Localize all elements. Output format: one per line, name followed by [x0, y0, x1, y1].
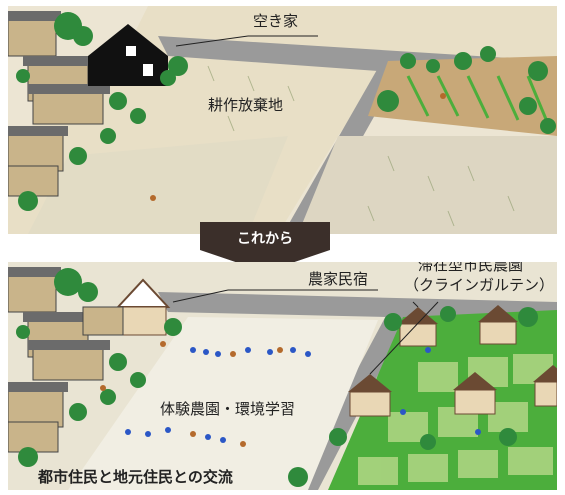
future-state-scene: 農家民宿 滞在型市民農園 （クラインガルテン） 体験農園・環境学習 都市住民と地…	[8, 262, 557, 490]
current-state-scene: 空き家 耕作放棄地	[8, 6, 557, 234]
field-lower	[28, 136, 288, 234]
experience-farm-label: 体験農園・環境学習	[160, 400, 296, 418]
farm-workers	[100, 341, 481, 447]
experience-farm-field	[68, 317, 378, 490]
down-arrow-icon	[200, 222, 330, 272]
cultivated-field	[368, 56, 557, 136]
transition-arrow: これから	[200, 222, 330, 272]
trees	[16, 268, 538, 487]
exchange-label: 都市住民と地元住民との交流	[38, 468, 233, 486]
abandoned-farmland-label: 耕作放棄地	[208, 96, 284, 114]
garden-cabins	[348, 305, 557, 417]
arrow-label: これから	[237, 231, 293, 247]
kleingarten-label: （クラインガルテン）	[404, 276, 555, 294]
road	[158, 292, 557, 322]
farm-inn-label: 農家民宿	[308, 270, 369, 288]
vacant-house-label: 空き家	[253, 12, 299, 30]
farm-inn	[82, 278, 171, 336]
future-state-illustration	[8, 262, 557, 490]
vacant-house	[88, 24, 168, 86]
stay-garden-label: 滞在型市民農園	[418, 262, 524, 274]
trees	[16, 12, 556, 211]
current-state-illustration	[8, 6, 557, 234]
house-row	[8, 267, 110, 453]
house-row	[8, 11, 110, 197]
kleingarten-area	[328, 310, 557, 490]
